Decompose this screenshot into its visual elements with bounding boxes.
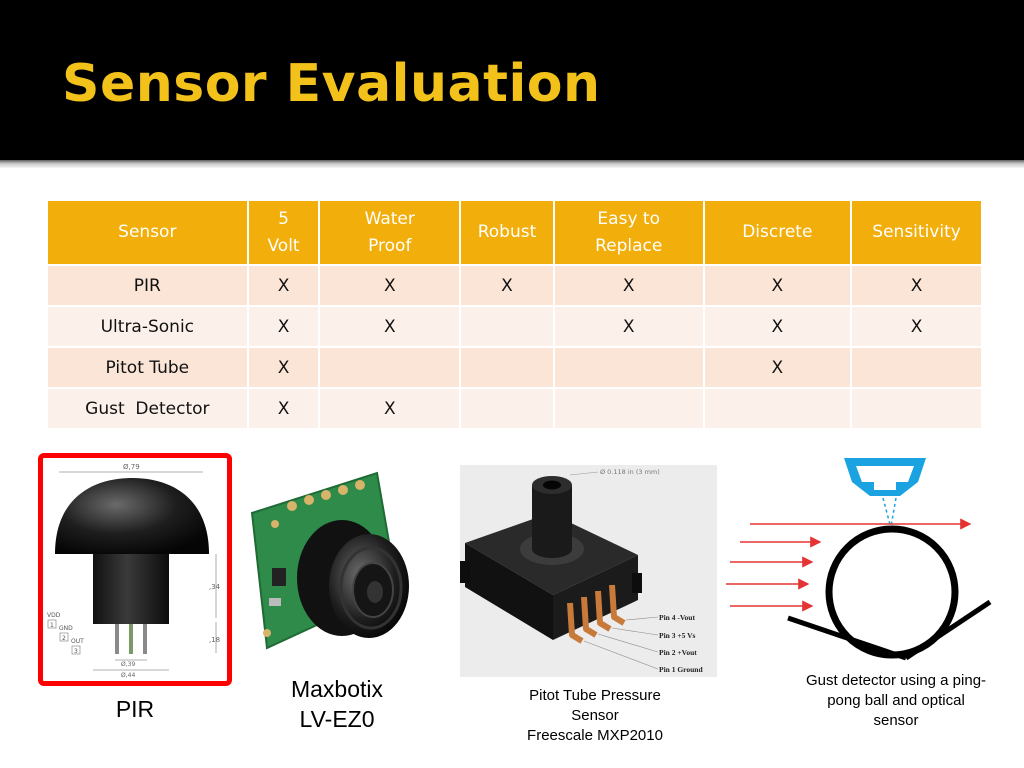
title-bar: Sensor Evaluation — [0, 0, 1024, 160]
table-cell: Pitot Tube — [46, 346, 249, 389]
pir-pin3-number: 3 — [74, 648, 78, 655]
header-discrete: Discrete — [702, 199, 853, 266]
gust-caption-line2: pong ball and optical — [827, 692, 965, 709]
table-cell: X — [318, 387, 462, 430]
table-cell — [318, 346, 462, 389]
pir-side-dimension-2: ,18 — [209, 636, 220, 644]
maxbotix-caption: Maxbotix LV-EZ0 — [272, 674, 402, 734]
table-cell: Gust Detector — [46, 387, 249, 430]
gust-caption-line3: sensor — [873, 712, 919, 729]
pitot-caption-line1: Pitot Tube Pressure — [529, 687, 661, 704]
pir-top-dimension: Ø,79 — [123, 463, 140, 471]
header-robust: Robust — [459, 199, 555, 266]
pir-image-frame: Ø,79 ,34 ,18 VDD 1 GND 2 OUT 3 Ø,39 Ø,44 — [38, 453, 232, 686]
table-cell: X — [318, 264, 462, 307]
table-cell — [702, 387, 853, 430]
gust-caption-line1: Gust detector using a ping- — [805, 672, 987, 689]
table-cell: X — [318, 305, 462, 348]
pir-pin1-number: 1 — [50, 622, 54, 629]
table-cell — [850, 346, 983, 389]
title-divider — [0, 160, 1024, 168]
table-cell — [850, 387, 983, 430]
table-cell: X — [246, 305, 321, 348]
gust-detector-diagram — [726, 458, 992, 661]
gust-caption: Gust detector using a ping- pong ball an… — [786, 671, 1006, 731]
pitot-dimension-label: Ø 0.118 in (3 mm) — [600, 468, 660, 476]
pir-bottom-dimension-1: Ø,39 — [121, 661, 135, 668]
pir-pin2-name: GND — [59, 625, 73, 632]
table-cell: PIR — [46, 264, 249, 307]
pir-pin3-name: OUT — [71, 638, 84, 645]
pitot-caption: Pitot Tube Pressure Sensor Freescale MXP… — [495, 686, 695, 746]
pir-caption: PIR — [115, 696, 155, 722]
table-cell: Ultra-Sonic — [46, 305, 249, 348]
table-cell: X — [246, 387, 321, 430]
table-cell: X — [459, 264, 555, 307]
pitot-pin3-label: Pin 3 +5 Vs — [659, 631, 696, 640]
table-cell — [459, 346, 555, 389]
pitot-sensor-image: Ø 0.118 in (3 mm) Pin 4 -Vout Pin 3 +5 V… — [460, 465, 717, 677]
table-row-pitot-tube: Pitot Tube X X — [46, 346, 983, 389]
pir-pin2-number: 2 — [62, 635, 66, 642]
table-cell: X — [850, 264, 983, 307]
table-cell: X — [552, 264, 705, 307]
table-cell: X — [246, 346, 321, 389]
pitot-caption-line2: Sensor — [571, 707, 619, 724]
table-cell: X — [702, 305, 853, 348]
header-sensitivity: Sensitivity — [850, 199, 983, 266]
table-row-gust-detector: Gust Detector X X — [46, 387, 983, 430]
maxbotix-caption-line2: LV-EZ0 — [299, 706, 375, 732]
table-cell: X — [246, 264, 321, 307]
table-row-pir: PIR X X X X X X — [46, 264, 983, 307]
header-sensor: Sensor — [46, 199, 249, 266]
table-cell — [552, 387, 705, 430]
pitot-caption-line3: Freescale MXP2010 — [527, 727, 663, 744]
pir-side-dimension-1: ,34 — [209, 583, 221, 591]
table-cell — [459, 305, 555, 348]
table-cell: X — [552, 305, 705, 348]
table-cell — [459, 387, 555, 430]
pir-pin1-name: VDD — [47, 612, 61, 619]
table-cell: X — [702, 264, 853, 307]
pir-bottom-dimension-2: Ø,44 — [121, 672, 135, 679]
table-cell: X — [702, 346, 853, 389]
pir-sensor-image: Ø,79 ,34 ,18 VDD 1 GND 2 OUT 3 Ø,39 Ø,44 — [47, 463, 221, 679]
maxbotix-caption-line1: Maxbotix — [290, 676, 384, 702]
pitot-pin4-label: Pin 4 -Vout — [659, 613, 695, 622]
table-cell — [552, 346, 705, 389]
table-cell: X — [850, 305, 983, 348]
maxbotix-sensor-image — [250, 471, 409, 650]
pitot-pin1-label: Pin 1 Ground — [659, 665, 703, 674]
pitot-pin2-label: Pin 2 +Vout — [659, 648, 697, 657]
table-row-ultra-sonic: Ultra-Sonic X X X X X — [46, 305, 983, 348]
slide-title: Sensor Evaluation — [62, 54, 601, 114]
